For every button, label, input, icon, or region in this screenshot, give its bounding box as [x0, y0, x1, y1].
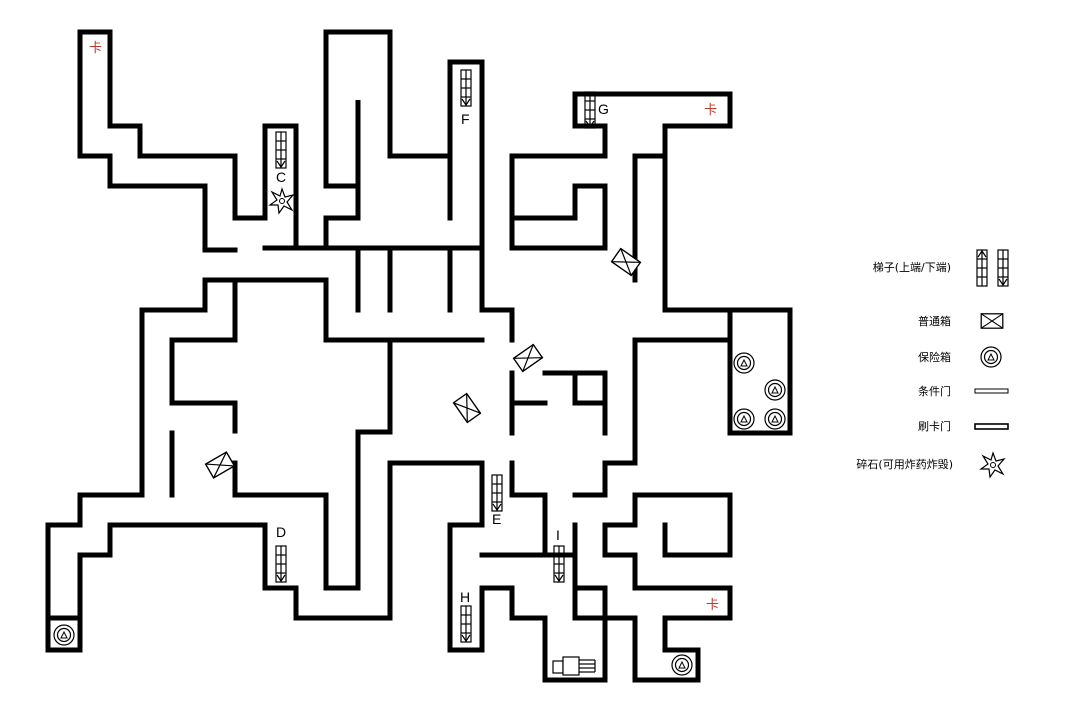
map-walls: [45, 29, 793, 683]
ladder-icon: [460, 69, 472, 107]
legend: 梯子(上端/下端) 普通箱 保险箱 条件门 刷卡门 碎石(可用炸药炸毁): [856, 249, 1009, 478]
ladder-up-icon: [976, 249, 988, 287]
box-icon: [512, 343, 544, 373]
legend-safe-label: 保险箱: [918, 350, 951, 364]
legend-box-label: 普通箱: [918, 314, 951, 328]
ladder-icon: [460, 605, 472, 643]
label-i: I: [556, 527, 560, 543]
safe-icon: [733, 352, 755, 374]
legend-cond-door-label: 条件门: [918, 384, 951, 398]
ladder-icon: [553, 545, 565, 583]
box-icon: [980, 313, 1004, 329]
map-labels: C F G E D I H: [276, 101, 609, 605]
legend-ladder-label: 梯子(上端/下端): [873, 261, 951, 274]
label-g: G: [598, 101, 609, 117]
legend-rubble-label: 碎石(可用炸药炸毁): [856, 457, 953, 471]
legend-card-door-label: 刷卡门: [918, 419, 951, 433]
safe-icon: [980, 346, 1002, 368]
card-door-icon: [974, 423, 1009, 430]
ladder-icon: [491, 474, 503, 512]
label-d: D: [276, 524, 286, 540]
ladder-icon: [275, 545, 287, 583]
ladder-icon: [275, 131, 287, 169]
safes: [53, 352, 786, 676]
ladder-icon: [997, 249, 1009, 287]
safe-icon: [764, 408, 786, 430]
safe-icon: [53, 624, 75, 646]
boxes: [204, 247, 642, 479]
safe-icon: [733, 408, 755, 430]
box-icon: [452, 392, 482, 424]
card-marks: 卡 卡 卡: [89, 41, 719, 613]
card-mark: 卡: [89, 41, 102, 56]
box-icon: [204, 451, 236, 479]
machine-icon: [552, 656, 596, 676]
rubble-icon: [269, 188, 294, 214]
label-c: C: [276, 169, 286, 185]
label-e: E: [492, 511, 501, 527]
cond-door-icon: [974, 388, 1009, 394]
safe-icon: [671, 654, 693, 676]
ladder-icon: [584, 91, 596, 129]
label-f: F: [461, 111, 470, 127]
card-mark: 卡: [704, 103, 717, 118]
rubble-icon: [980, 452, 1005, 478]
safe-icon: [764, 379, 786, 401]
card-mark: 卡: [706, 598, 719, 613]
label-h: H: [460, 589, 470, 605]
